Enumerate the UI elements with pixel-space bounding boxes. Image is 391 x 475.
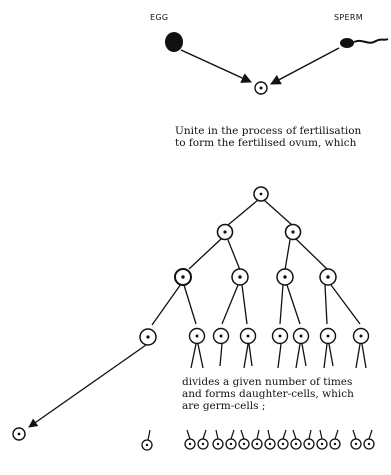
cell-gen4 <box>319 327 337 345</box>
egg-arrow <box>180 49 252 83</box>
fertilisation-caption-line1: Unite in the process of fertilisation <box>175 125 362 137</box>
germ-cell <box>264 429 276 450</box>
cell-gen4 <box>352 327 370 345</box>
cell-gen4 <box>139 328 157 346</box>
cell-gen3 <box>319 268 337 286</box>
cell-gen2 <box>284 223 302 241</box>
cell-gen4 <box>292 327 310 345</box>
germ-cell <box>303 429 315 450</box>
cell-gen1 <box>253 186 269 202</box>
cell-gen3 <box>174 268 192 286</box>
cell-gen4 <box>212 327 230 345</box>
division-caption-line1: divides a given number of times <box>182 376 353 388</box>
cell-nodes <box>12 186 370 441</box>
germ-cell <box>184 429 196 450</box>
germ-cell <box>238 429 250 450</box>
cell-gen4 <box>271 327 289 345</box>
sperm-cell <box>340 38 389 48</box>
germ-cell <box>277 429 289 450</box>
cell-gen3 <box>276 268 294 286</box>
germ-cell <box>329 429 341 450</box>
zygote-cell <box>254 81 268 95</box>
egg-cell <box>165 32 183 52</box>
fertilisation-caption-line2: to form the fertilised ovum, which <box>175 137 357 149</box>
division-caption-line3: are germ-cells ; <box>182 400 266 412</box>
germ-cell <box>141 429 153 451</box>
division-caption-line2: and forms daughter-cells, which <box>182 388 354 400</box>
cell-gen3 <box>231 268 249 286</box>
egg-label: EGG <box>150 13 169 22</box>
germ-cell <box>290 429 302 450</box>
sperm-label: SPERM <box>334 13 363 22</box>
cell-gen2 <box>216 223 234 241</box>
sperm-arrow <box>270 47 340 85</box>
germ-cell <box>363 429 375 450</box>
germ-cell <box>350 429 362 450</box>
separated-germ-cell <box>12 427 26 441</box>
germ-cell <box>316 429 328 450</box>
germ-cell <box>212 429 224 450</box>
germ-cell <box>225 429 237 450</box>
germ-cells-row <box>141 429 375 451</box>
cell-gen4 <box>239 327 257 345</box>
germ-cell <box>251 429 263 450</box>
cell-gen4 <box>188 327 206 345</box>
germ-cell <box>197 429 209 450</box>
division-tree <box>28 199 367 428</box>
